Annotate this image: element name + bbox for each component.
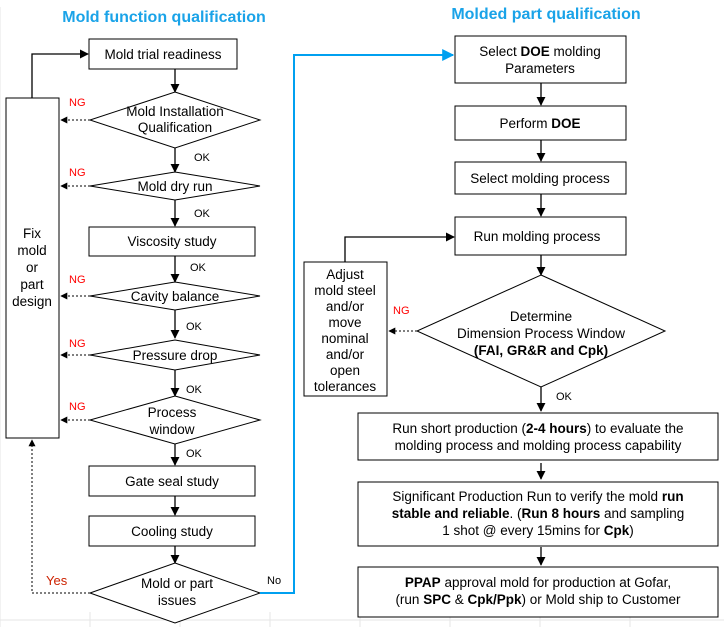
mold-installation-label-2: Qualification — [138, 120, 212, 135]
ng-label-3: NG — [69, 274, 86, 286]
mold-or-part-issues-diamond — [88, 562, 262, 624]
adjust-line-1: Adjust — [326, 267, 364, 282]
short-production-box — [357, 412, 719, 461]
adjust-line-6: and/or — [326, 347, 365, 362]
ng-label-1: NG — [69, 97, 86, 109]
viscosity-study-label: Viscosity study — [127, 234, 216, 249]
determine-line-2: Dimension Process Window — [457, 326, 625, 341]
ok-label-3: OK — [190, 262, 207, 274]
run-molding-process-box — [454, 216, 627, 256]
fix-line-1: Fix — [23, 226, 41, 241]
adjust-line-2: mold steel — [314, 283, 376, 298]
mold-dry-run-label: Mold dry run — [137, 179, 212, 194]
process-window-label-1: Process — [148, 405, 197, 420]
fix-line-4: part — [20, 277, 44, 292]
fix-line-5: design — [12, 294, 52, 309]
significant-run-line-2: stable and reliable. (Run 8 hours and sa… — [392, 506, 685, 521]
short-production-line-1: Run short production (2-4 hours) to eval… — [392, 421, 683, 436]
viscosity-study-box — [88, 226, 256, 257]
select-molding-process-label: Select molding process — [470, 171, 610, 186]
fix-mold-box — [5, 97, 60, 439]
select-doe-box — [454, 35, 627, 84]
loop-to-run-molding — [344, 232, 455, 262]
mold-or-part-issues-label-2: issues — [158, 593, 197, 608]
determine-line-1: Determine — [510, 309, 572, 324]
significant-run-box — [357, 481, 719, 547]
significant-run-line-3: 1 shot @ every 15mins for Cpk) — [442, 523, 634, 538]
loop-to-trial-readiness — [31, 49, 89, 98]
fix-line-3: or — [26, 260, 39, 275]
adjust-line-8: tolerances — [314, 379, 377, 394]
adjust-line-4: move — [328, 315, 361, 330]
adjust-line-5: nominal — [321, 331, 368, 346]
ng-label-4: NG — [69, 338, 86, 350]
fix-line-2: mold — [17, 243, 46, 258]
gate-seal-study-label: Gate seal study — [125, 474, 219, 489]
process-window-label-2: window — [148, 422, 194, 437]
determine-line-3: (FAI, GR&R and Cpk) — [474, 343, 608, 358]
mold-trial-readiness-label: Mold trial readiness — [104, 47, 221, 62]
title-mold-function: Mold function qualification — [62, 9, 266, 26]
title-molded-part: Molded part qualification — [451, 6, 640, 23]
ng-label-6: NG — [393, 305, 410, 317]
no-label: No — [267, 575, 281, 587]
select-doe-line-1: Select DOE molding — [479, 44, 601, 59]
adjust-line-3: and/or — [326, 299, 365, 314]
ok-label-4: OK — [186, 321, 203, 333]
perform-doe-label: Perform DOE — [499, 116, 580, 131]
ppap-line-1: PPAP approval mold for production at Gof… — [405, 575, 671, 590]
ok-label-2: OK — [194, 208, 211, 220]
select-molding-process-box — [454, 161, 627, 195]
short-production-line-2: molding process and molding process capa… — [395, 438, 682, 453]
cooling-study-label: Cooling study — [131, 524, 213, 539]
significant-run-line-1: Significant Production Run to verify the… — [392, 489, 683, 504]
select-doe-line-2: Parameters — [505, 61, 575, 76]
mold-or-part-issues-label-1: Mold or part — [141, 576, 213, 591]
pressure-drop-label: Pressure drop — [133, 348, 218, 363]
ng-label-5: NG — [69, 401, 86, 413]
ng-label-2: NG — [69, 167, 86, 179]
run-molding-process-label: Run molding process — [474, 229, 601, 244]
ok-label-5: OK — [186, 384, 203, 396]
mold-trial-readiness-box — [88, 38, 238, 70]
yes-label: Yes — [46, 573, 68, 588]
ok-label-7: OK — [556, 391, 573, 403]
gate-seal-study-box — [88, 465, 256, 497]
ok-label-6: OK — [186, 448, 203, 460]
cavity-balance-label: Cavity balance — [131, 289, 220, 304]
adjust-line-7: open — [330, 363, 360, 378]
ppap-line-2: (run SPC & Cpk/Ppk) or Mold ship to Cust… — [395, 592, 681, 607]
ok-label-1: OK — [194, 152, 211, 164]
ppap-box — [357, 566, 719, 618]
cooling-study-box — [88, 515, 256, 547]
yes-path — [28, 439, 90, 594]
no-path-connector — [260, 49, 455, 594]
perform-doe-box — [454, 105, 627, 141]
mold-installation-label-1: Mold Installation — [126, 104, 224, 119]
